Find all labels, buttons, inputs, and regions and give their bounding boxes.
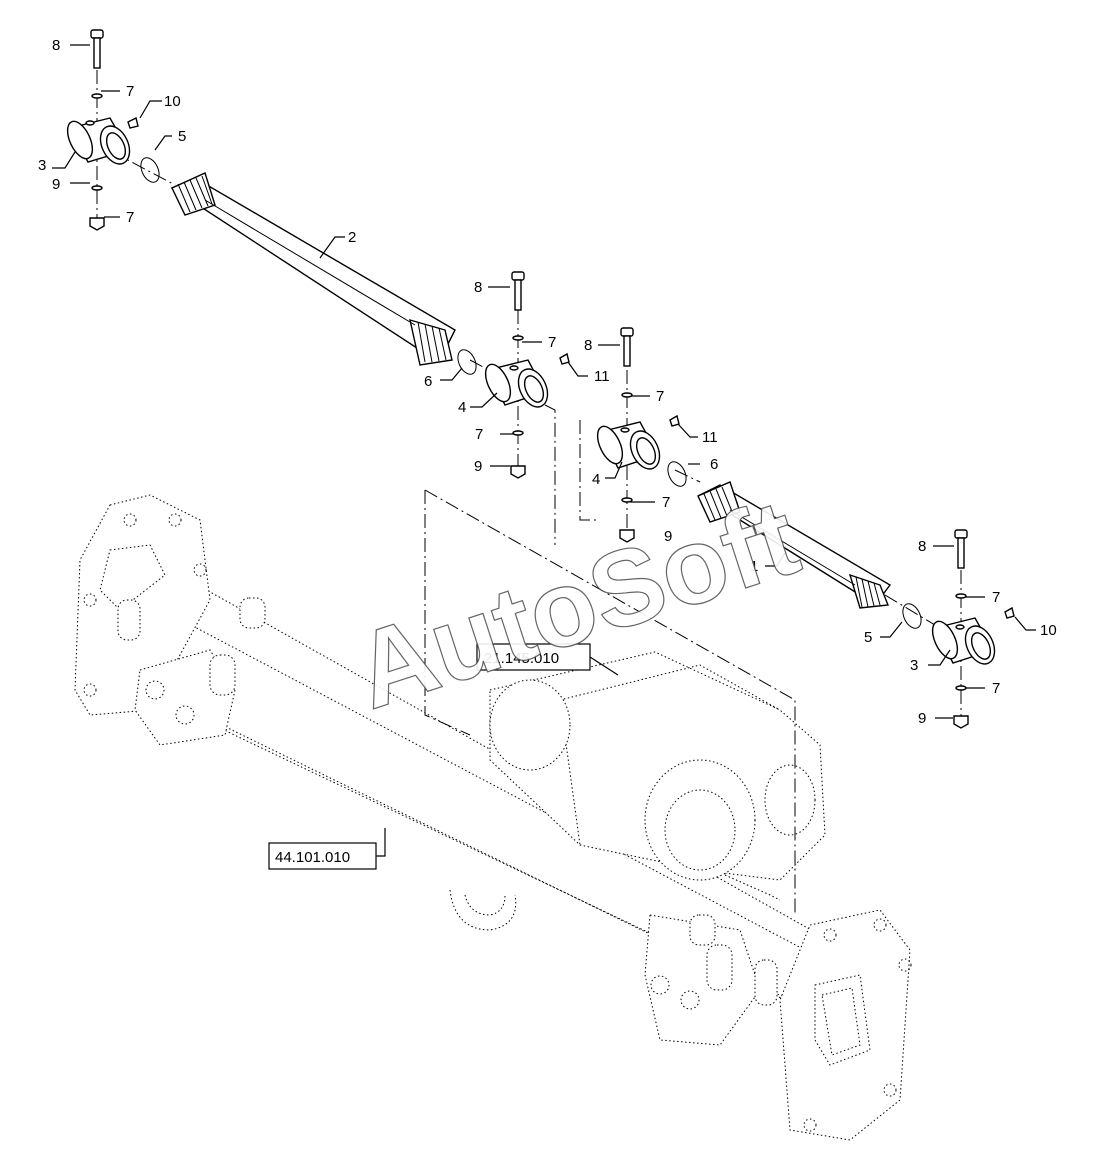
callout-left-washer-top: 7 xyxy=(126,83,134,100)
callout-shaft-2: 2 xyxy=(348,229,356,246)
callout-mid2-nut: 9 xyxy=(664,528,672,545)
reference-box-axle-housing[interactable]: 44.101.010 xyxy=(268,828,386,870)
axle-housing xyxy=(74,494,912,1141)
grease-fitting-icon xyxy=(559,352,570,365)
callout-right-grease-fitting: 10 xyxy=(1040,622,1057,639)
callout-mid-nut: 9 xyxy=(474,458,482,475)
callouts: 8 7 10 5 3 9 7 2 8 7 11 6 4 7 9 8 7 11 6… xyxy=(38,37,1057,727)
callout-right-washer-bottom: 7 xyxy=(992,680,1000,697)
callout-mid-washer-top: 7 xyxy=(548,334,556,351)
callout-mid2-washer-bottom: 7 xyxy=(662,494,670,511)
callout-mid-coupler: 4 xyxy=(458,399,466,416)
callout-mid2-grease-fitting: 11 xyxy=(702,429,718,446)
callout-left-coupler: 3 xyxy=(38,157,46,174)
reference-label-axle-housing: 44.101.010 xyxy=(275,849,350,866)
bolt-head-icon xyxy=(954,529,968,539)
left-coupler-group xyxy=(66,29,160,231)
callout-mid-grease-fitting: 11 xyxy=(594,368,610,385)
right-coupler-group xyxy=(902,529,1015,729)
callout-mid-pin: 8 xyxy=(474,279,482,296)
bolt-head-icon xyxy=(90,29,104,39)
callout-right-coupler: 3 xyxy=(910,657,918,674)
callout-left-pin: 8 xyxy=(52,37,60,54)
callout-right-pin: 8 xyxy=(918,538,926,555)
reference-label-differential: 21.145.010 xyxy=(484,650,559,667)
callout-left-nut: 9 xyxy=(52,176,60,193)
nut-icon xyxy=(510,465,526,479)
callout-right-snapring: 5 xyxy=(864,629,872,646)
callout-mid2-pin: 8 xyxy=(584,337,592,354)
reference-box-differential[interactable]: 21.145.010 xyxy=(476,643,619,676)
nut-icon xyxy=(89,217,105,231)
callout-mid-washer-bottom: 7 xyxy=(475,426,483,443)
leader-lines xyxy=(52,44,1036,719)
middle-coupler-group xyxy=(457,271,570,479)
callout-mid2-coupler: 4 xyxy=(592,471,600,488)
callout-left-grease-fitting: 10 xyxy=(164,93,181,110)
bolt-head-icon xyxy=(511,271,525,281)
callout-left-washer-bottom: 7 xyxy=(126,209,134,226)
shaft-2 xyxy=(170,172,456,366)
callout-mid2-snapring: 6 xyxy=(710,456,718,473)
shaft-1 xyxy=(697,481,892,609)
middle-right-coupler-group xyxy=(596,327,687,543)
callout-shaft-1: 1 xyxy=(750,558,758,575)
bolt-head-icon xyxy=(620,327,634,337)
grease-fitting-icon xyxy=(669,414,680,427)
callout-mid2-washer-top: 7 xyxy=(656,388,664,405)
grease-fitting-icon xyxy=(1004,606,1015,619)
callout-right-washer-top: 7 xyxy=(992,589,1000,606)
nut-icon xyxy=(953,715,969,729)
callout-mid-snapring: 6 xyxy=(424,373,432,390)
callout-left-snapring: 5 xyxy=(178,128,186,145)
callout-right-nut: 9 xyxy=(918,710,926,727)
grease-fitting-icon xyxy=(127,116,139,129)
nut-icon xyxy=(619,529,635,543)
